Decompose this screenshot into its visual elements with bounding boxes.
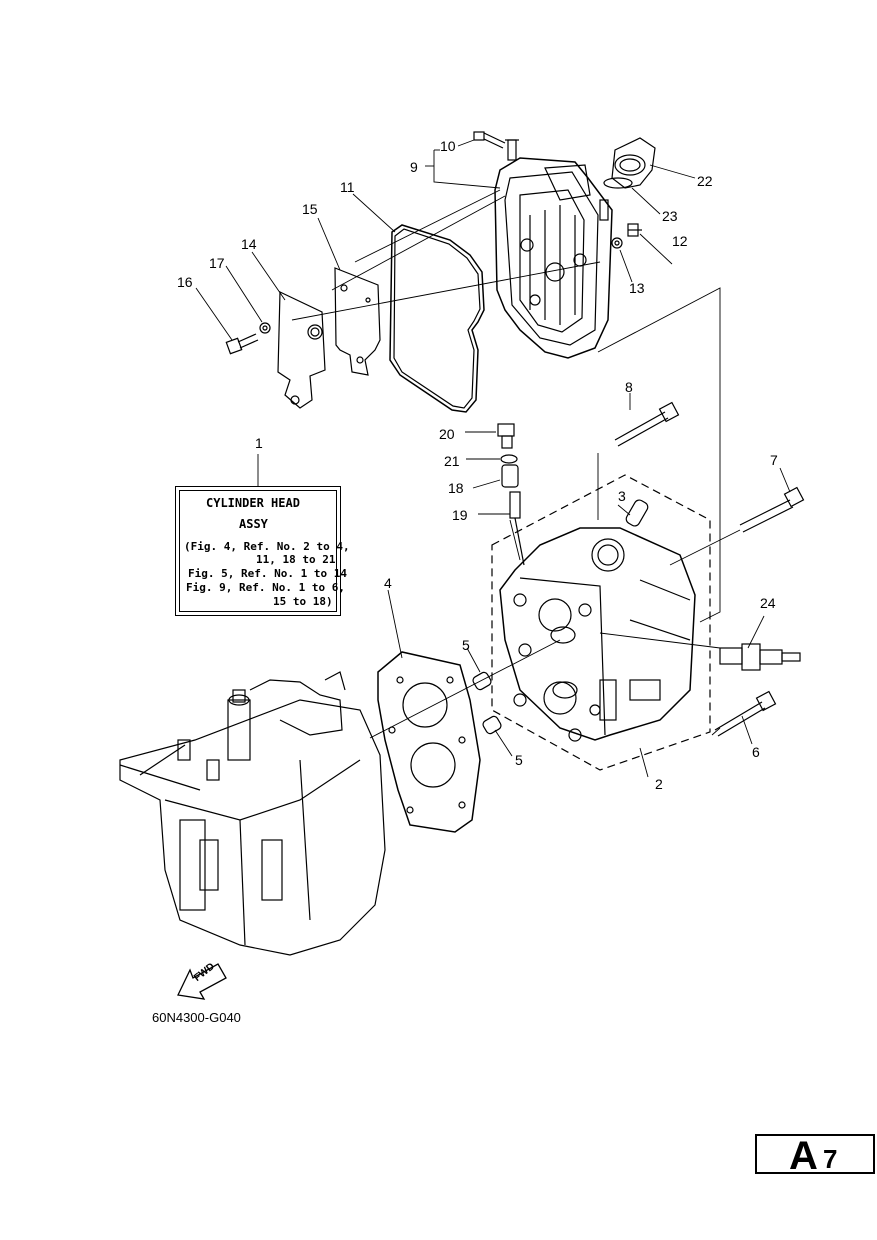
callout-23: 23 bbox=[662, 208, 678, 224]
assy-line-3: Fig. 5, Ref. No. 1 to 14 bbox=[188, 567, 347, 580]
callout-16: 16 bbox=[177, 274, 193, 290]
o-ring-21 bbox=[500, 454, 518, 464]
assy-line-2: 11, 18 to 21 bbox=[256, 553, 336, 566]
assy-title: CYLINDER HEAD bbox=[206, 496, 300, 510]
page-badge-number: 7 bbox=[823, 1144, 838, 1174]
cylinder-head-cover bbox=[494, 139, 613, 359]
callout-11: 11 bbox=[340, 179, 355, 195]
dowel-5a bbox=[472, 671, 492, 691]
assy-line-1: (Fig. 4, Ref. No. 2 to 4, bbox=[184, 540, 350, 553]
callout-20: 20 bbox=[439, 426, 455, 442]
cylinder-block bbox=[119, 671, 386, 956]
plate-15 bbox=[334, 267, 381, 376]
callout-17: 17 bbox=[209, 255, 225, 271]
cylinder-head bbox=[491, 474, 711, 771]
washer-17 bbox=[259, 322, 271, 334]
assy-line-4: Fig. 9, Ref. No. 1 to 6, bbox=[186, 581, 345, 594]
valve-19 bbox=[509, 491, 525, 566]
cylinder-head-gasket bbox=[377, 651, 481, 833]
callout-15: 15 bbox=[302, 201, 318, 217]
dowel-5b bbox=[482, 715, 502, 735]
bolt-8 bbox=[614, 401, 680, 447]
page-badge-letter: A bbox=[789, 1134, 818, 1178]
callout-5a: 5 bbox=[462, 637, 470, 653]
callout-10: 10 bbox=[440, 138, 456, 154]
o-ring-23 bbox=[603, 177, 633, 189]
assy-subtitle: ASSY bbox=[239, 517, 268, 531]
leader-lines bbox=[195, 139, 791, 778]
plate-14 bbox=[277, 291, 326, 409]
washer-13 bbox=[611, 237, 623, 249]
callout-22: 22 bbox=[697, 173, 713, 189]
page-badge: A 7 bbox=[755, 1134, 875, 1178]
bolt-10 bbox=[473, 131, 506, 149]
callout-9: 9 bbox=[410, 159, 418, 175]
head-cover-gasket bbox=[389, 224, 485, 413]
callout-5b: 5 bbox=[515, 752, 523, 768]
pin-3 bbox=[625, 499, 649, 527]
assy-info-box: CYLINDER HEAD ASSY (Fig. 4, Ref. No. 2 t… bbox=[175, 486, 350, 616]
plug-20 bbox=[497, 423, 515, 449]
sleeve-18 bbox=[501, 464, 519, 488]
screw-16 bbox=[225, 333, 259, 355]
callout-7: 7 bbox=[770, 452, 778, 468]
callout-21: 21 bbox=[444, 453, 460, 469]
bolt-12 bbox=[627, 223, 642, 237]
bolt-7 bbox=[739, 486, 805, 533]
callout-18: 18 bbox=[448, 480, 464, 496]
callout-12: 12 bbox=[672, 233, 688, 249]
callout-13: 13 bbox=[629, 280, 645, 296]
bolt-6 bbox=[714, 690, 777, 737]
callout-6: 6 bbox=[752, 744, 760, 760]
callout-19: 19 bbox=[452, 507, 468, 523]
oil-filler-cap bbox=[611, 137, 656, 189]
callout-2: 2 bbox=[655, 776, 663, 792]
callout-14: 14 bbox=[241, 236, 257, 252]
callout-1: 1 bbox=[255, 435, 263, 451]
callout-8: 8 bbox=[625, 379, 633, 395]
callout-3: 3 bbox=[618, 488, 626, 504]
assy-line-5: 15 to 18) bbox=[273, 595, 333, 608]
fwd-arrow-icon bbox=[177, 963, 227, 1000]
callout-24: 24 bbox=[760, 595, 776, 611]
callout-4: 4 bbox=[384, 575, 392, 591]
spark-plug bbox=[719, 643, 801, 671]
assy-info-box-inner bbox=[179, 490, 337, 612]
drawing-code: 60N4300-G040 bbox=[152, 1010, 241, 1025]
